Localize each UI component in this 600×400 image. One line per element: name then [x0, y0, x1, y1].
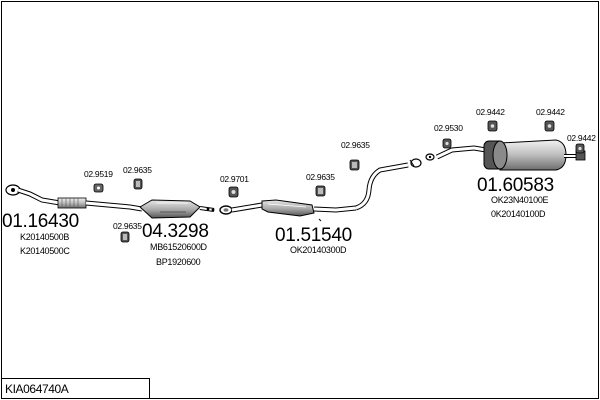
fitting-number: 02.9442 [567, 133, 596, 143]
mark-tick [318, 218, 322, 222]
diagram-title: KIA064740A [5, 382, 69, 396]
front-pipe-code: K20140500C [20, 246, 70, 256]
catalyst-code: MB61520600D [150, 242, 207, 252]
catalytic-converter-icon [139, 199, 215, 219]
front-pipe-icon [5, 184, 143, 212]
rear-silencer-code: 0K20140100D [491, 209, 546, 219]
clamp-icon [120, 231, 130, 243]
fitting-number: 02.9519 [84, 169, 113, 179]
catalyst-code: BP1920600 [156, 257, 201, 267]
clamp-icon [133, 178, 143, 190]
fitting-number: 02.9701 [220, 174, 249, 184]
fitting-number: 02.9635 [123, 165, 152, 175]
rubber-hanger-icon [228, 186, 239, 198]
front-pipe-number: 01.16430 [2, 211, 79, 232]
clamp-icon [315, 185, 326, 197]
fitting-number: 02.9442 [476, 107, 505, 117]
catalyst-number: 04.3298 [142, 221, 209, 242]
fitting-number: 02.9530 [434, 123, 463, 133]
fitting-number: 02.9635 [113, 221, 142, 231]
rear-silencer-icon [435, 139, 586, 171]
fitting-number: 02.9635 [306, 172, 335, 182]
rubber-hanger-icon [487, 120, 498, 132]
rubber-hanger-icon [544, 120, 555, 132]
rubber-hanger-icon [442, 138, 452, 149]
fitting-number: 02.9442 [536, 107, 565, 117]
rear-silencer-number: 01.60583 [477, 175, 554, 196]
title-box: KIA064740A [1, 378, 150, 398]
middle-silencer-icon [231, 158, 422, 217]
rubber-hanger-icon [93, 183, 104, 193]
rear-silencer-code: OK23N40100E [491, 195, 549, 205]
fitting-number: 02.9635 [341, 140, 370, 150]
rubber-hanger-icon [575, 143, 585, 154]
middle-pipe-code: OK20140300D [290, 245, 347, 255]
gasket-icon [219, 205, 233, 215]
front-pipe-code: K20140500B [20, 232, 70, 242]
gasket-icon [425, 153, 435, 161]
clamp-icon [349, 159, 360, 171]
middle-pipe-number: 01.51540 [275, 225, 352, 246]
